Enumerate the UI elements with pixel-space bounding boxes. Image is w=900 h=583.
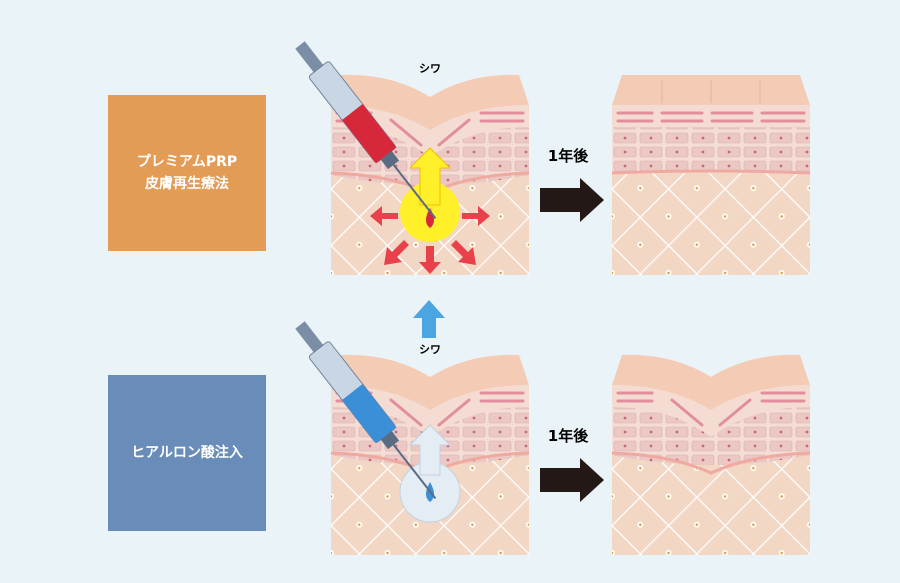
arrow-right-icon [540, 458, 604, 502]
prp-syringe-icon [295, 41, 437, 219]
arrow-right-icon [540, 178, 604, 222]
prp-treatment-label: プレミアムPRP 皮膚再生療法 [108, 95, 266, 251]
after-label-bottom: 1年後 [548, 427, 589, 445]
after-label-top: 1年後 [548, 147, 589, 165]
prp-title-line1: プレミアムPRP [136, 154, 238, 170]
arrow-up-icon [413, 300, 445, 338]
hyaluronic-treatment-label: ヒアルロン酸注入 [108, 375, 266, 531]
prp-title-line2: 皮膚再生療法 [145, 176, 229, 192]
wrinkle-label-bottom: シワ [419, 343, 441, 356]
wrinkle-label-top: シワ [419, 62, 441, 75]
ha-title: ヒアルロン酸注入 [131, 445, 243, 461]
ha-after-skin [610, 353, 812, 557]
prp-after-skin [610, 73, 812, 277]
ha-syringe-icon [295, 321, 437, 499]
